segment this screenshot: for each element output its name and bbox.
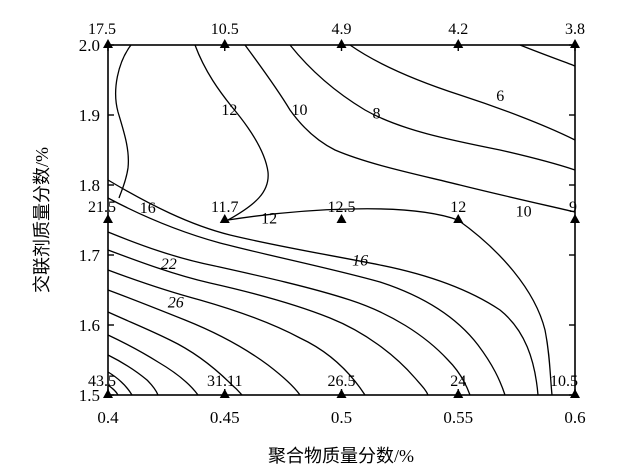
data-label: 11.7 bbox=[211, 199, 238, 216]
contour-label: 8 bbox=[373, 106, 381, 123]
data-label: 24 bbox=[450, 373, 466, 390]
data-point-marker bbox=[336, 39, 347, 48]
contour-line bbox=[115, 44, 132, 199]
data-label: 4.2 bbox=[448, 21, 468, 38]
data-point-marker bbox=[219, 214, 230, 223]
contour-line bbox=[107, 249, 429, 396]
data-point-marker bbox=[570, 389, 580, 398]
y-tick-label: 1.5 bbox=[79, 386, 100, 405]
y-tick-label: 1.8 bbox=[79, 176, 100, 195]
contour-label: 12 bbox=[261, 211, 277, 228]
data-label: 21.5 bbox=[88, 199, 116, 216]
contour-line bbox=[289, 44, 576, 171]
data-label: 43.5 bbox=[88, 373, 116, 390]
contour-line bbox=[107, 231, 471, 396]
y-tick-label: 2.0 bbox=[79, 36, 100, 55]
contour-line bbox=[107, 371, 133, 396]
contour-label: 6 bbox=[496, 88, 504, 105]
contour-label: 16 bbox=[140, 200, 156, 217]
data-point-marker bbox=[103, 389, 113, 398]
contour-label: 10 bbox=[291, 102, 307, 119]
data-label: 3.8 bbox=[565, 21, 585, 38]
contour-line bbox=[194, 44, 269, 221]
contour-line bbox=[349, 44, 576, 141]
data-point-marker bbox=[453, 214, 464, 223]
y-tick-label: 1.7 bbox=[79, 246, 101, 265]
data-point-marker bbox=[453, 389, 464, 398]
data-label: 10.5 bbox=[211, 21, 239, 38]
contour-line bbox=[107, 334, 199, 396]
data-points bbox=[103, 39, 580, 398]
data-point-marker bbox=[336, 214, 347, 223]
contour-line bbox=[107, 289, 301, 396]
data-point-marker bbox=[570, 39, 580, 48]
data-label: 10.5 bbox=[550, 373, 578, 390]
contour-label: 26 bbox=[168, 295, 184, 312]
contour-line bbox=[107, 354, 159, 396]
x-tick-label: 0.45 bbox=[210, 408, 240, 427]
data-labels: 17.5 10.5 4.9 4.2 3.8 21.5 11.7 12.5 12 9 43.5 31.1… bbox=[88, 21, 585, 390]
x-tick-label: 0.6 bbox=[564, 408, 585, 427]
x-tick-label: 0.4 bbox=[97, 408, 119, 427]
contour-line bbox=[227, 208, 459, 221]
x-tick-label: 0.55 bbox=[443, 408, 473, 427]
data-label: 9 bbox=[569, 199, 577, 216]
data-point-marker bbox=[103, 39, 113, 48]
contour-line bbox=[457, 219, 553, 396]
x-tick-label: 0.5 bbox=[331, 408, 352, 427]
contour-line bbox=[519, 44, 576, 67]
data-label: 12 bbox=[450, 199, 466, 216]
x-tick-labels: 0.4 0.45 0.5 0.55 0.6 bbox=[97, 408, 585, 427]
y-axis-title: 交联剂质量分数/% bbox=[32, 147, 52, 293]
y-tick-label: 1.6 bbox=[79, 316, 100, 335]
contour-label: 22 bbox=[161, 256, 177, 273]
contour-line bbox=[107, 269, 366, 396]
contour-lines bbox=[107, 44, 576, 396]
data-point-marker bbox=[336, 389, 347, 398]
contour-labels: 6 8 10 12 10 12 16 16 22 26 bbox=[140, 88, 532, 312]
y-tick-labels: 1.5 1.6 1.7 1.8 1.9 2.0 bbox=[79, 36, 101, 405]
data-point-marker bbox=[570, 214, 580, 223]
x-axis-title: 聚合物质量分数/% bbox=[268, 446, 414, 466]
contour-line bbox=[244, 44, 576, 213]
data-label: 26.5 bbox=[328, 373, 356, 390]
data-label: 4.9 bbox=[332, 21, 352, 38]
data-label: 12.5 bbox=[328, 199, 356, 216]
contour-line bbox=[107, 384, 119, 396]
data-point-marker bbox=[103, 214, 113, 223]
data-point-marker bbox=[219, 39, 230, 48]
y-tick-label: 1.9 bbox=[79, 106, 100, 125]
contour-line bbox=[107, 197, 506, 396]
contour-label: 10 bbox=[516, 204, 532, 221]
contour-line bbox=[107, 311, 243, 396]
data-label: 17.5 bbox=[88, 21, 116, 38]
data-point-marker bbox=[219, 389, 230, 398]
data-point-marker bbox=[453, 39, 464, 48]
contour-label: 12 bbox=[221, 102, 237, 119]
data-label: 31.11 bbox=[207, 373, 242, 390]
contour-label: 16 bbox=[352, 253, 368, 270]
contour-line bbox=[107, 179, 539, 396]
